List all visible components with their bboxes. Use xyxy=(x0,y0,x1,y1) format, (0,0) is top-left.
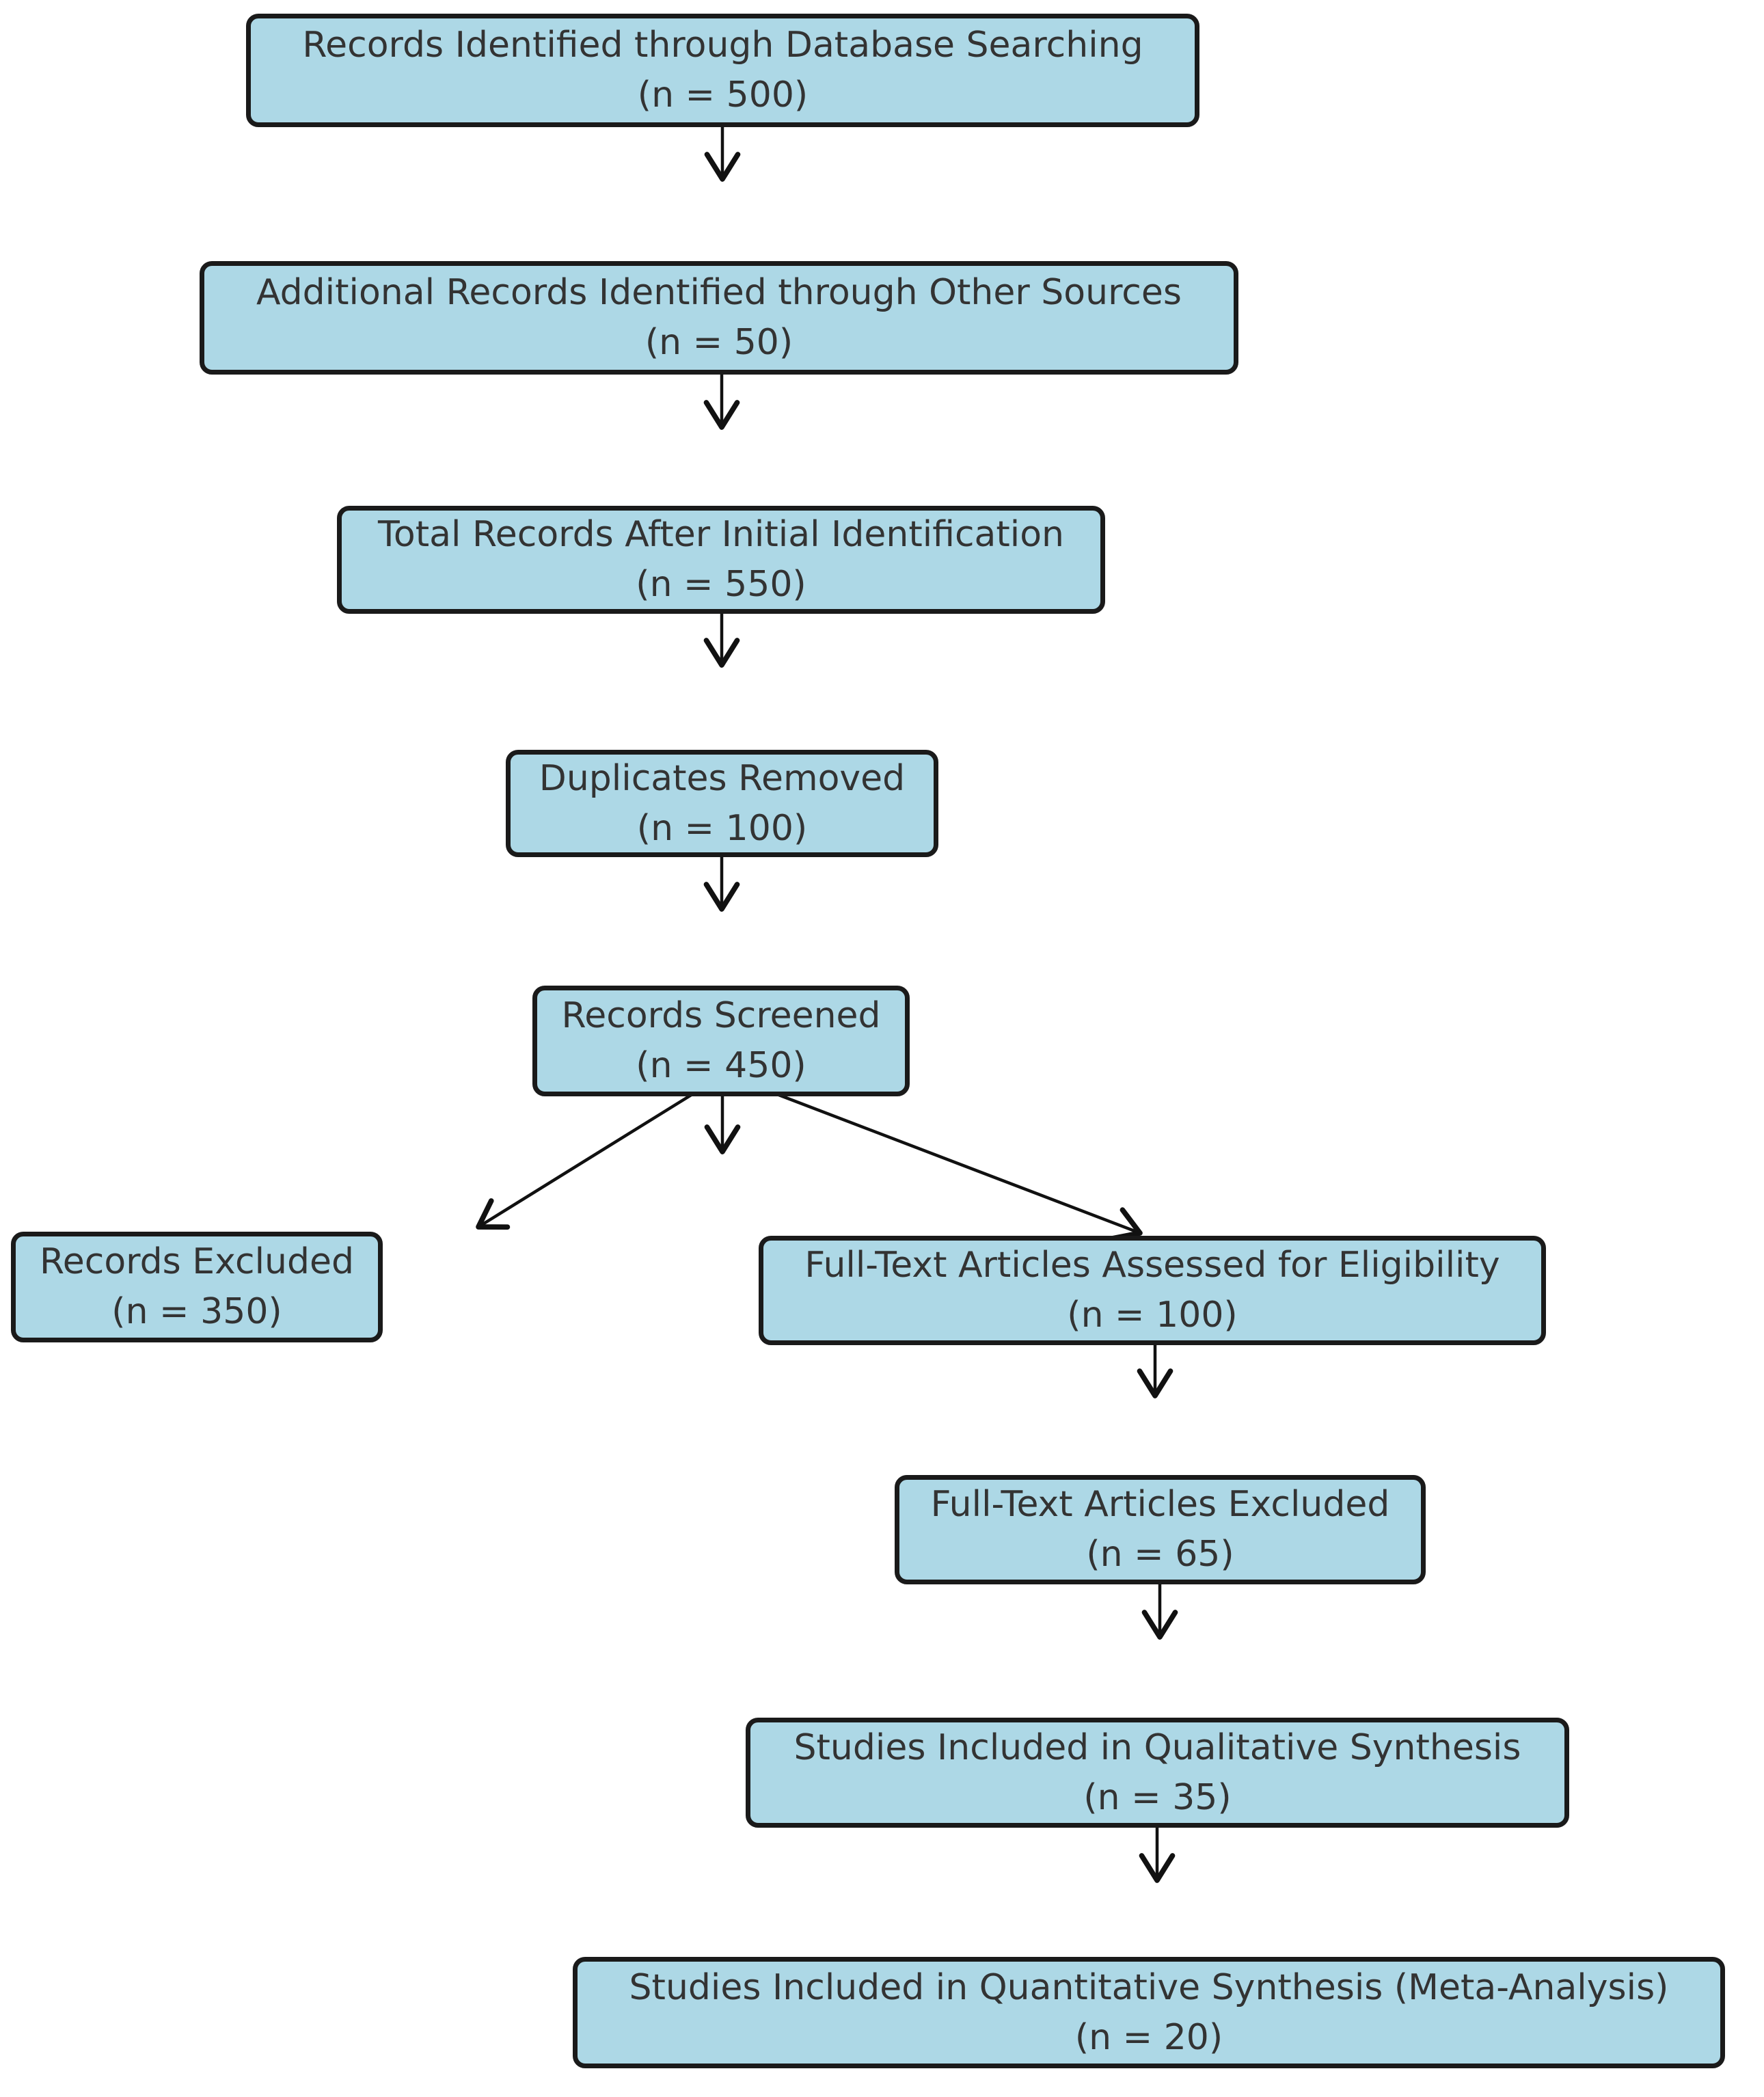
node-title: Additional Records Identified through Ot… xyxy=(256,272,1182,314)
node-title: Duplicates Removed xyxy=(539,757,906,799)
node-records-identified: Records Identified through Database Sear… xyxy=(246,14,1199,127)
node-total-records: Total Records After Initial Identificati… xyxy=(337,506,1105,614)
node-fulltext-assessed: Full-Text Articles Assessed for Eligibil… xyxy=(759,1236,1546,1345)
node-count: (n = 50) xyxy=(644,322,793,363)
node-additional-records: Additional Records Identified through Ot… xyxy=(200,261,1238,375)
node-title: Total Records After Initial Identificati… xyxy=(377,514,1065,556)
node-count: (n = 100) xyxy=(636,807,808,849)
arrow-screened-to-assessed xyxy=(739,1078,1143,1241)
node-count: (n = 65) xyxy=(1086,1534,1234,1575)
node-title: Studies Included in Quantitative Synthes… xyxy=(629,1966,1669,2008)
node-count: (n = 100) xyxy=(1067,1295,1238,1336)
node-count: (n = 35) xyxy=(1083,1776,1232,1818)
node-title: Full-Text Articles Assessed for Eligibil… xyxy=(804,1245,1500,1286)
node-records-screened: Records Screened (n = 450) xyxy=(532,986,910,1096)
node-qualitative-synthesis: Studies Included in Qualitative Synthesi… xyxy=(746,1718,1569,1828)
node-title: Full-Text Articles Excluded xyxy=(930,1484,1390,1526)
node-title: Studies Included in Qualitative Synthesi… xyxy=(793,1727,1521,1768)
node-title: Records Screened xyxy=(561,995,881,1037)
node-duplicates-removed: Duplicates Removed (n = 100) xyxy=(506,750,938,857)
node-count: (n = 450) xyxy=(636,1045,806,1086)
node-count: (n = 350) xyxy=(111,1291,282,1332)
node-count: (n = 550) xyxy=(636,564,806,605)
node-records-excluded: Records Excluded (n = 350) xyxy=(11,1232,383,1342)
node-count: (n = 20) xyxy=(1074,2016,1223,2058)
arrow-screened-to-excluded xyxy=(476,1077,719,1230)
node-title: Records Identified through Database Sear… xyxy=(302,25,1143,66)
node-count: (n = 500) xyxy=(637,75,809,116)
node-quantitative-synthesis: Studies Included in Quantitative Synthes… xyxy=(573,1957,1725,2068)
node-title: Records Excluded xyxy=(39,1241,354,1283)
node-fulltext-excluded: Full-Text Articles Excluded (n = 65) xyxy=(895,1475,1426,1584)
